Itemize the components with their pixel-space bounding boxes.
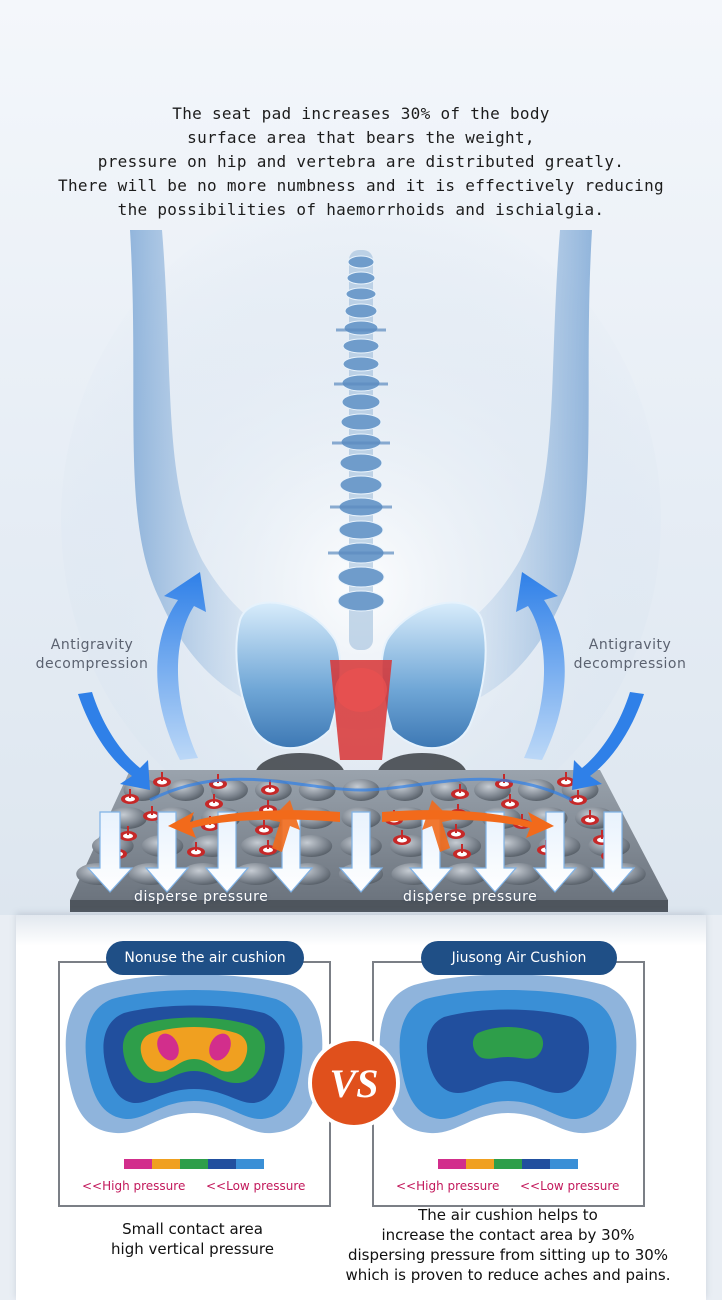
headline-text: The seat pad increases 30% of the body s… [0,102,722,222]
pressure-point-marker [153,772,171,787]
pressure-point-marker [495,774,513,789]
pressure-point-marker [121,789,139,804]
antigravity-arrows [78,572,644,802]
label-line: decompression [573,656,687,672]
caption-without-cushion: Small contact area high vertical pressur… [58,1219,327,1259]
disperse-label-left: disperse pressure [134,889,269,905]
pressure-point-marker [187,842,205,857]
pressure-point-marker [119,826,137,841]
pressure-point-marker [501,794,519,809]
pressure-point-marker [255,820,273,835]
cushion-cell [290,835,333,857]
pressure-point-marker [143,806,161,821]
pressure-point-marker [557,772,575,787]
legend-low-pressure: <<Low pressure [206,1179,306,1193]
title-pill-without-cushion: Nonuse the air cushion [106,941,304,975]
antigravity-label-right: Antigravity decompression [560,636,700,674]
disperse-arrows [86,811,636,893]
label-line: Antigravity [50,637,134,653]
orange-disperse-arrows [168,800,554,852]
spine [328,250,394,650]
pressure-point-marker [581,810,599,825]
headline-line: There will be no more numbness and it is… [58,176,664,195]
pressure-map-panel-without-cushion: <<High pressure <<Low pressure [58,961,331,1207]
pressure-point-marker [569,790,587,805]
label-line: Antigravity [588,637,672,653]
legend-high-pressure: <<High pressure [396,1179,500,1193]
caption-line: The air cushion helps to [418,1206,598,1224]
headline-line: surface area that bears the weight, [187,128,535,147]
hero-section: The seat pad increases 30% of the body s… [0,0,722,915]
pressure-scale-bar [124,1159,264,1169]
pressure-point-marker [451,784,469,799]
caption-line: increase the contact area by 30% [381,1226,635,1244]
pressure-point-marker [447,824,465,839]
title-pill-with-cushion: Jiusong Air Cushion [421,941,617,975]
cushion-cell [298,779,336,801]
headline-line: the possibilities of haemorrhoids and is… [117,200,605,219]
pressure-heatmap-without-cushion [65,974,323,1169]
pressure-map-panel-with-cushion: <<High pressure <<Low pressure [372,961,645,1207]
cushion-cell [439,835,482,857]
pressure-point-marker [261,780,279,795]
caption-with-cushion: The air cushion helps to increase the co… [312,1205,704,1285]
pressure-heatmap-with-cushion [379,974,637,1169]
vs-badge: VS [308,1037,400,1129]
headline-line: The seat pad increases 30% of the body [172,104,550,123]
legend-high-pressure: <<High pressure [82,1179,186,1193]
caption-line: high vertical pressure [111,1240,274,1258]
spine-cushion-illustration [61,190,668,912]
disperse-label-right: disperse pressure [403,889,538,905]
pressure-point-marker [453,844,471,859]
pressure-point-marker [393,830,411,845]
caption-line: dispersing pressure from sitting up to 3… [347,1246,669,1264]
headline-line: pressure on hip and vertebra are distrib… [97,152,625,171]
vs-text: VS [330,1061,379,1106]
pressure-scale-bar [438,1159,578,1169]
pressure-point-marker [205,794,223,809]
caption-line: Small contact area [122,1220,263,1238]
caption-line: which is proven to reduce aches and pain… [345,1266,671,1284]
legend-low-pressure: <<Low pressure [520,1179,620,1193]
label-line: decompression [35,656,149,672]
comparison-section: <<High pressure <<Low pressure <<High pr… [16,915,706,1300]
antigravity-label-left: Antigravity decompression [22,636,162,674]
cushion-cell [386,779,424,801]
